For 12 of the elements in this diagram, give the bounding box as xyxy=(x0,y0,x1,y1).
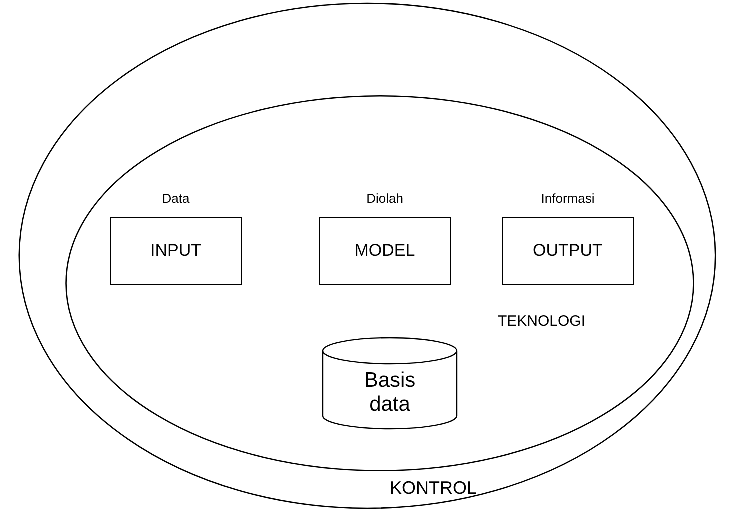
inner-ellipse xyxy=(65,95,695,472)
box-label: MODEL xyxy=(354,241,416,261)
database-label: Basis data xyxy=(363,369,417,418)
box-label: OUTPUT xyxy=(533,241,603,261)
database-cylinder xyxy=(322,337,458,430)
caption-text: Diolah xyxy=(366,192,404,207)
caption-text: Informasi xyxy=(541,192,595,207)
ellipse-label: TEKNOLOGI xyxy=(498,313,586,330)
ellipse-label: KONTROL xyxy=(390,478,478,499)
outer-ellipse xyxy=(18,2,717,510)
box-label: INPUT xyxy=(150,241,202,261)
caption-text: Data xyxy=(162,192,190,207)
